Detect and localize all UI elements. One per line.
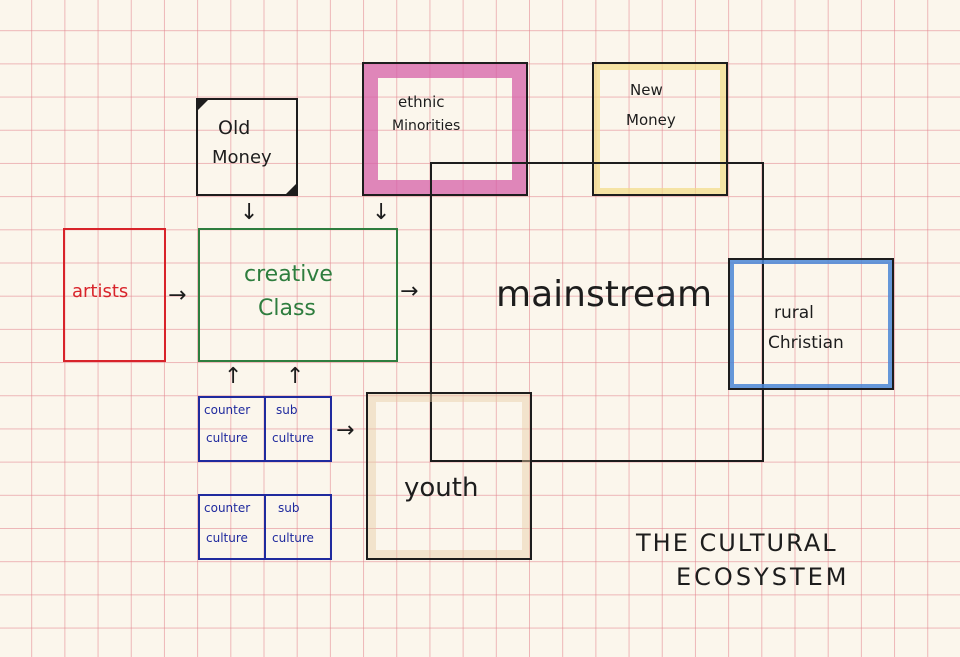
arrow-old-money-to-creative-class: ↓ bbox=[240, 200, 259, 225]
artists-node bbox=[63, 228, 166, 362]
old-money-label-2: Money bbox=[212, 147, 272, 168]
mainstream-node bbox=[430, 162, 764, 462]
arrow-creative-class-to-mainstream: → bbox=[400, 279, 419, 304]
creative-class-label-2: Class bbox=[258, 296, 316, 321]
corner-mark-top-left bbox=[196, 98, 210, 112]
arrow-artists-to-creative-class: → bbox=[168, 283, 187, 308]
new-money-node bbox=[592, 62, 728, 196]
sub-culture-node-2 bbox=[264, 494, 332, 560]
sub-culture-1-label-1: sub bbox=[276, 403, 298, 417]
counter-culture-2-label-2: culture bbox=[206, 531, 248, 545]
rural-christian-label-1: rural bbox=[774, 303, 814, 323]
artists-label: artists bbox=[72, 281, 129, 302]
sub-culture-2-label-1: sub bbox=[278, 501, 300, 515]
rural-christian-node bbox=[728, 258, 894, 390]
arrow-sub-culture-to-creative-class: ↑ bbox=[286, 364, 305, 389]
old-money-node bbox=[196, 98, 298, 196]
corner-mark-bottom-right bbox=[284, 182, 298, 196]
rural-christian-label-2: Christian bbox=[768, 333, 844, 353]
new-money-label-2: Money bbox=[626, 111, 676, 129]
counter-culture-2-label-1: counter bbox=[204, 501, 251, 515]
diagram-title-line-2: ECOSYSTEM bbox=[676, 563, 850, 591]
youth-node bbox=[366, 392, 532, 560]
sub-culture-1-label-2: culture bbox=[272, 431, 314, 445]
sub-culture-node-1 bbox=[264, 396, 332, 462]
ethnic-minorities-label-1: ethnic bbox=[398, 93, 445, 111]
arrow-counter-culture-to-creative-class: ↑ bbox=[224, 364, 243, 389]
creative-class-label-1: creative bbox=[244, 262, 333, 287]
creative-class-node bbox=[198, 228, 398, 362]
ethnic-minorities-node bbox=[362, 62, 528, 196]
arrow-ethnic-minorities-to-creative-class: ↓ bbox=[372, 200, 391, 225]
youth-label: youth bbox=[404, 473, 479, 503]
old-money-label-1: Old bbox=[218, 117, 251, 139]
counter-culture-1-label-2: culture bbox=[206, 431, 248, 445]
arrow-sub-culture-to-youth: → bbox=[336, 418, 355, 443]
diagram-title-line-1: THE CULTURAL bbox=[636, 529, 838, 557]
new-money-label-1: New bbox=[630, 81, 663, 99]
counter-culture-1-label-1: counter bbox=[204, 403, 251, 417]
sub-culture-2-label-2: culture bbox=[272, 531, 314, 545]
ethnic-minorities-label-2: Minorities bbox=[392, 118, 461, 134]
mainstream-label: mainstream bbox=[496, 274, 713, 315]
